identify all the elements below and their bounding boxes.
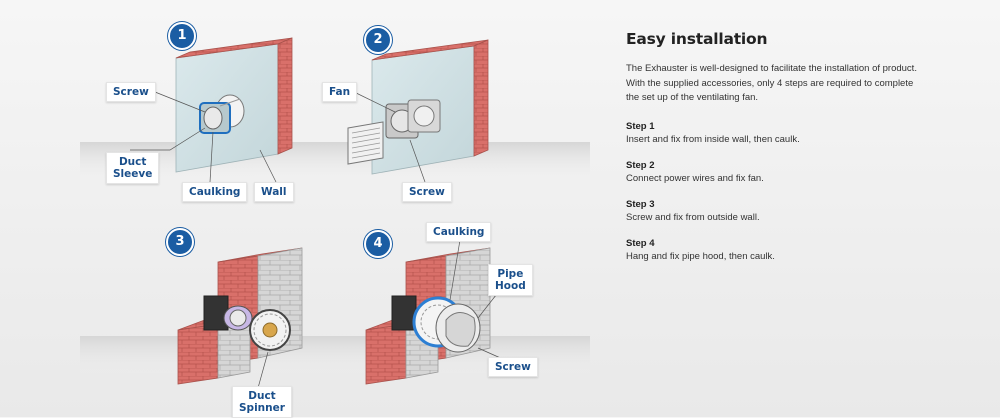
callout-duct-spinner: Duct Spinner [232, 386, 292, 418]
step-title: Step 2 [626, 159, 655, 171]
callout-pipe-hood: Pipe Hood [488, 264, 533, 296]
step-description: Insert and fix from inside wall, then ca… [626, 133, 800, 145]
step-3-badge: 3 [166, 228, 194, 256]
callout-fan: Fan [322, 82, 358, 102]
intro-paragraph: The Exhauster is well-designed to facili… [626, 63, 917, 103]
section-title: Easy installation [626, 30, 768, 48]
step-description: Connect power wires and fix fan. [626, 172, 764, 184]
callout-caulking-step1: Caulking [182, 182, 248, 202]
installation-text-panel: Easy installation The Exhauster is well-… [626, 30, 926, 276]
step-description: Hang and fix pipe hood, then caulk. [626, 250, 775, 262]
step3-wall [177, 247, 303, 385]
callout-wall: Wall [254, 182, 294, 202]
step-4-badge: 4 [364, 230, 392, 258]
step-title: Step 1 [626, 120, 655, 132]
step-item: Step 4 Hang and fix pipe hood, then caul… [626, 237, 926, 263]
step-1-badge: 1 [168, 22, 196, 50]
step-2-badge: 2 [364, 26, 392, 54]
step-item: Step 1 Insert and fix from inside wall, … [626, 120, 926, 146]
callout-caulking-step4: Caulking [426, 222, 492, 242]
step-description: Screw and fix from outside wall. [626, 211, 760, 223]
installation-illustration: 1 2 3 4 Screw Duct Sleeve Caulking Wall … [80, 22, 590, 418]
installation-diagram [80, 37, 590, 389]
callout-screw-step1: Screw [106, 82, 156, 102]
step-item: Step 3 Screw and fix from outside wall. [626, 198, 926, 224]
callout-screw-step4: Screw [488, 357, 538, 377]
step4-wall [365, 247, 491, 385]
step1-wall [175, 37, 293, 173]
step-title: Step 3 [626, 198, 655, 210]
callout-duct-sleeve: Duct Sleeve [106, 152, 160, 184]
step-title: Step 4 [626, 237, 655, 249]
callout-screw-step2: Screw [402, 182, 452, 202]
step2-wall [347, 39, 489, 175]
step-item: Step 2 Connect power wires and fix fan. [626, 159, 926, 185]
